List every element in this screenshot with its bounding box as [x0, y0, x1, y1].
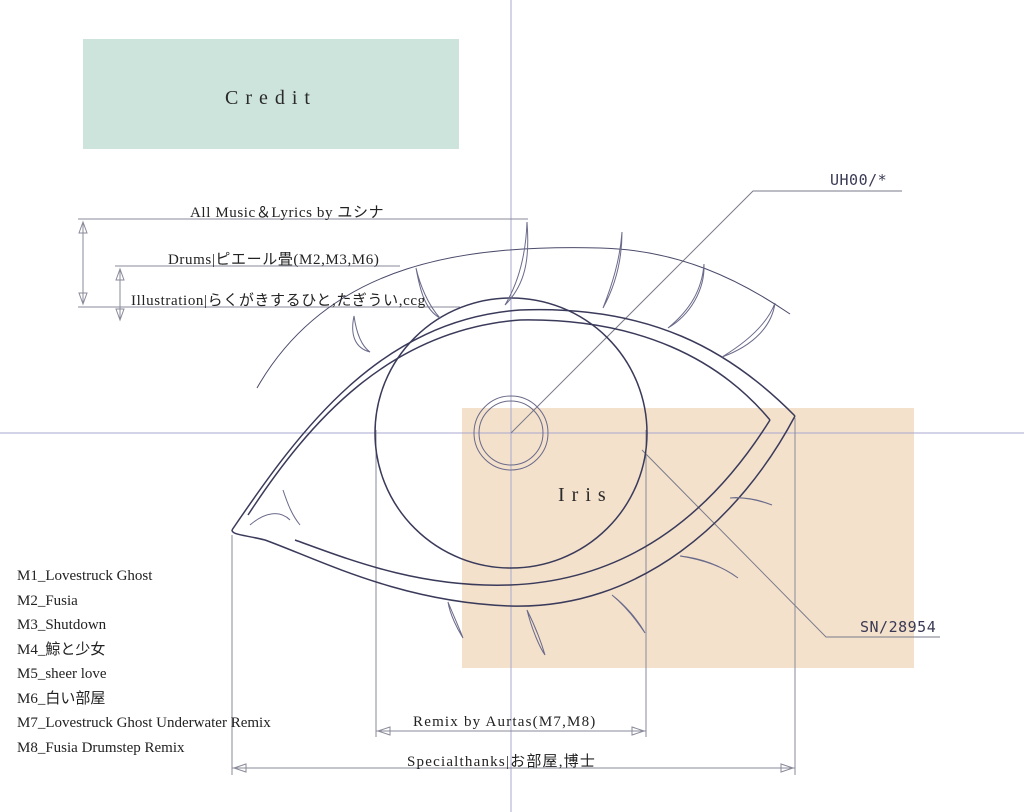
illustration-credit: Illustration|らくがきするひと,たぎうい,ccg — [131, 293, 426, 309]
eye-outline — [231, 308, 796, 607]
credit-title: Credit — [225, 87, 317, 109]
track-item: M4_鯨と少女 — [17, 641, 106, 658]
tear-duct — [249, 489, 301, 526]
remix-credit: Remix by Aurtas(M7,M8) — [413, 714, 597, 730]
credit-panel: Credit — [83, 39, 459, 149]
lower-lashes — [447, 497, 773, 656]
callout-top-right: UH00/* — [830, 171, 888, 189]
drums-credit: Drums|ピエール畳(M2,M3,M6) — [168, 252, 380, 268]
upper-lashes — [352, 221, 776, 358]
track-item: M7_Lovestruck Ghost Underwater Remix — [17, 715, 271, 731]
iris-title: Iris — [558, 484, 613, 506]
brow-line — [256, 247, 791, 389]
track-item: M1_Lovestruck Ghost — [17, 568, 153, 584]
track-item: M3_Shutdown — [17, 617, 107, 633]
dimension-lines-top — [78, 218, 528, 322]
track-item: M2_Fusia — [17, 592, 78, 609]
dimension-lines-bottom — [231, 418, 796, 775]
pupil-inner-ring — [478, 400, 544, 466]
track-item: M5_sheer love — [17, 666, 107, 682]
pupil-outer-ring — [473, 395, 549, 471]
track-item: M8_Fusia Drumstep Remix — [17, 739, 185, 756]
music-credit: All Music＆Lyrics by ユシナ — [190, 205, 385, 221]
tracklist: M1_Lovestruck Ghost M2_Fusia M3_Shutdown… — [17, 566, 271, 762]
special-thanks-credit: Specialthanks|お部屋,博士 — [407, 754, 597, 770]
callout-bottom-right: SN/28954 — [860, 618, 937, 636]
callout-leaders — [510, 190, 940, 638]
track-item: M6_白い部屋 — [17, 690, 106, 707]
